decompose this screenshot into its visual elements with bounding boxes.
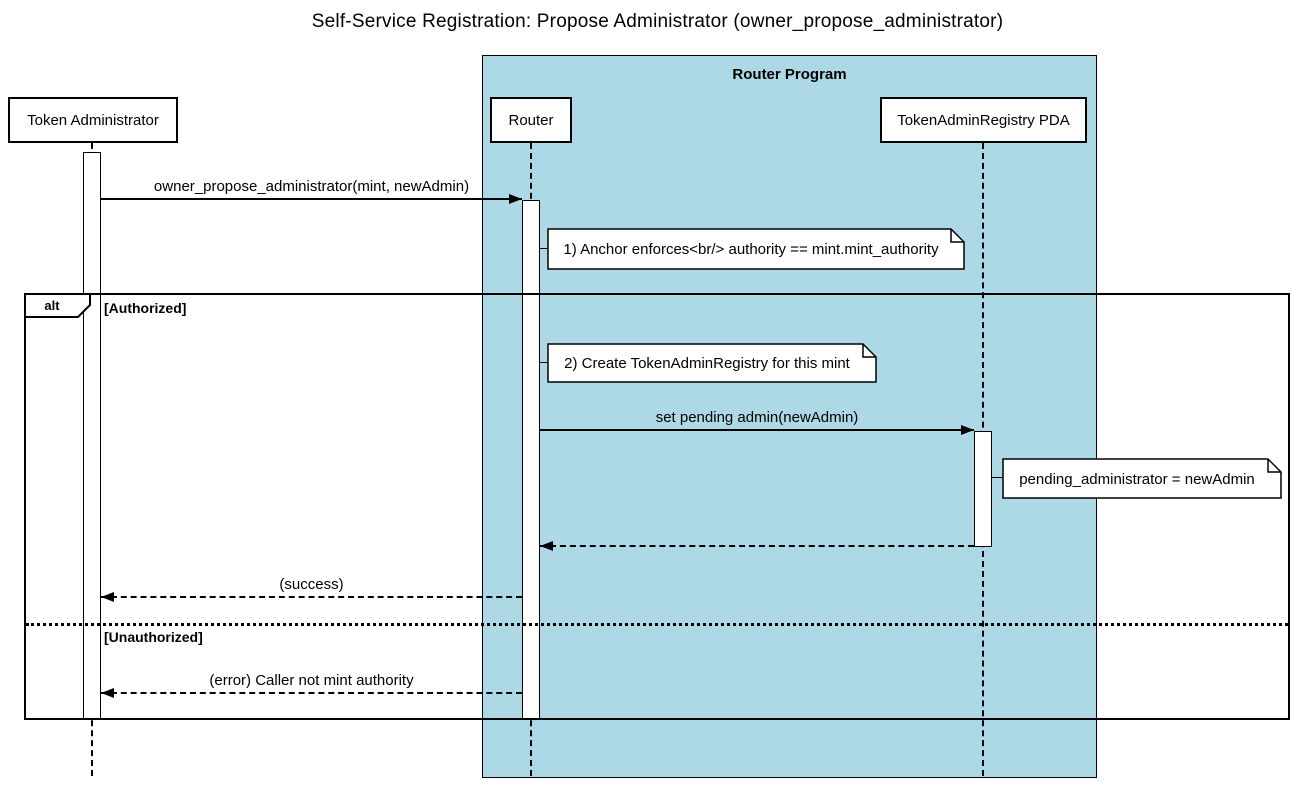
arrowhead-left-icon (540, 541, 553, 551)
message-line (101, 692, 522, 694)
message-label: owner_propose_administrator(mint, newAdm… (153, 178, 470, 195)
message-line (101, 198, 522, 200)
participant-token-admin-registry-pda: TokenAdminRegistry PDA (880, 97, 1087, 143)
note-connector (539, 248, 548, 249)
alt-operator-label: alt (44, 297, 60, 313)
note-connector (539, 362, 548, 363)
message-owner-propose-administrator: owner_propose_administrator(mint, newAdm… (101, 178, 522, 204)
arrowhead-left-icon (101, 592, 114, 602)
note-text: 2) Create TokenAdminRegistry for this mi… (564, 355, 850, 372)
message-label: (error) Caller not mint authority (209, 672, 414, 689)
diagram-title: Self-Service Registration: Propose Admin… (311, 11, 1004, 32)
note-text: 1) Anchor enforces<br/> authority == min… (563, 241, 939, 258)
guard-authorized: [Authorized] (104, 300, 187, 316)
note-text: pending_administrator = newAdmin (1019, 471, 1255, 488)
message-error-return: (error) Caller not mint authority (101, 672, 522, 698)
alt-frame: alt [Authorized] [Unauthorized] (24, 293, 1290, 720)
group-title: Router Program (732, 66, 847, 83)
alt-operator-pentagon (24, 293, 91, 318)
arrowhead-right-icon (509, 194, 522, 204)
arrowhead-right-icon (961, 425, 974, 435)
participant-router: Router (490, 97, 572, 143)
alt-divider (26, 623, 1288, 626)
participant-label: TokenAdminRegistry PDA (897, 111, 1070, 129)
activation-token-admin-registry-pda (974, 431, 992, 547)
note-anchor-enforces: 1) Anchor enforces<br/> authority == min… (547, 228, 965, 270)
message-success-return: (success) (101, 576, 522, 602)
note-create-registry: 2) Create TokenAdminRegistry for this mi… (547, 343, 877, 383)
message-label: (success) (279, 576, 344, 593)
message-line (540, 429, 974, 431)
guard-unauthorized: [Unauthorized] (104, 629, 203, 645)
message-set-pending-admin: set pending admin(newAdmin) (540, 409, 974, 435)
arrowhead-left-icon (101, 688, 114, 698)
note-connector (991, 477, 1003, 478)
participant-token-administrator: Token Administrator (8, 97, 178, 143)
participant-label: Token Administrator (27, 111, 159, 129)
message-line (101, 596, 522, 598)
participant-label: Router (508, 111, 554, 129)
message-label: set pending admin(newAdmin) (655, 409, 859, 426)
router-program-group-box: Router Program (482, 55, 1097, 778)
message-return-pda-to-router (540, 525, 974, 551)
message-line (540, 545, 974, 547)
note-pending-administrator: pending_administrator = newAdmin (1002, 458, 1282, 499)
